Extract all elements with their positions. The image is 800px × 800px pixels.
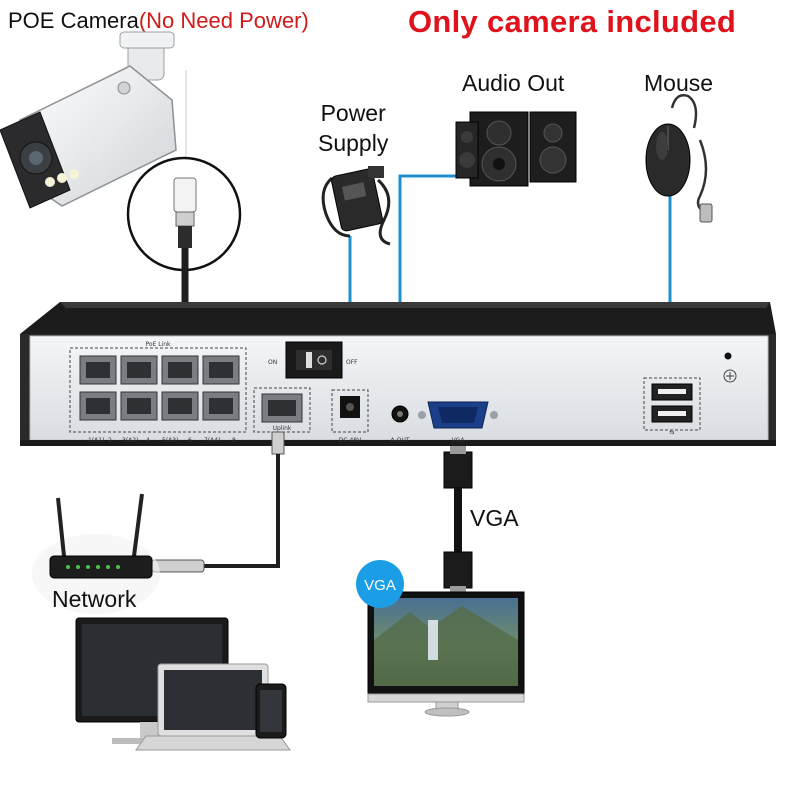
port-label-6: 6	[188, 437, 192, 444]
port-label-4: 4	[146, 437, 150, 444]
monitor-vga-badge: VGA	[356, 560, 404, 608]
port-label-1: 1(A1)	[88, 437, 104, 444]
switch-off-label: OFF	[346, 359, 358, 366]
router-image	[32, 493, 160, 614]
poe-port-grid	[79, 355, 240, 421]
network-cable	[151, 431, 285, 573]
power-supply-label-line1: Power	[320, 100, 386, 126]
camera-title: POE Camera(No Need Power)	[8, 8, 309, 34]
monitor-image	[367, 591, 525, 717]
port-label-7: 7(A4)	[204, 437, 220, 444]
dc-power-port: DC 48V	[331, 389, 369, 444]
mouse-image	[645, 94, 713, 223]
vga-port: VGA	[418, 401, 498, 444]
uplink-label: Uplink	[273, 425, 292, 432]
uplink-port: Uplink	[253, 387, 311, 433]
ground-icon	[723, 369, 737, 383]
mouse-label: Mouse	[644, 70, 714, 96]
power-switch: ON OFF	[268, 341, 358, 379]
dc-port-label: DC 48V	[339, 437, 362, 444]
speaker-image	[455, 111, 577, 187]
vga-port-label: VGA	[452, 437, 466, 444]
poe-camera-image	[0, 31, 189, 209]
poe-link-label: PoE Link	[145, 341, 171, 348]
camera-title-main: POE Camera	[8, 8, 139, 33]
camera-only-notice: Only camera included	[408, 4, 737, 39]
power-supply-image	[321, 166, 391, 246]
usb-symbol-icon: ⇆	[669, 429, 674, 436]
monitor-badge-label: VGA	[364, 577, 396, 594]
power-supply-label-line2: Supply	[318, 130, 389, 156]
cable-connector-zoom	[126, 156, 242, 272]
switch-on-label: ON	[268, 359, 277, 366]
port-label-8: 8	[232, 437, 236, 444]
power-supply-label: Power Supply	[318, 98, 388, 158]
audio-out-port: A-OUT	[390, 405, 410, 444]
status-led-icon	[724, 352, 732, 360]
port-label-2: 2	[108, 437, 112, 444]
aout-label: A-OUT	[390, 437, 409, 444]
network-label: Network	[52, 586, 137, 612]
vga-label: VGA	[470, 505, 519, 531]
audio-out-label: Audio Out	[462, 70, 565, 96]
port-label-3: 3(A2)	[122, 437, 138, 444]
computers-image	[75, 617, 291, 751]
port-label-5: 5(A3)	[162, 437, 178, 444]
usb-ports: ⇆	[643, 377, 701, 436]
camera-title-note: (No Need Power)	[138, 8, 309, 33]
nvr-device: PoE Link 1(A1) 2 3(A2) 4 5(A3) 6 7(A4) 8…	[20, 302, 776, 446]
vga-cable	[443, 446, 473, 594]
